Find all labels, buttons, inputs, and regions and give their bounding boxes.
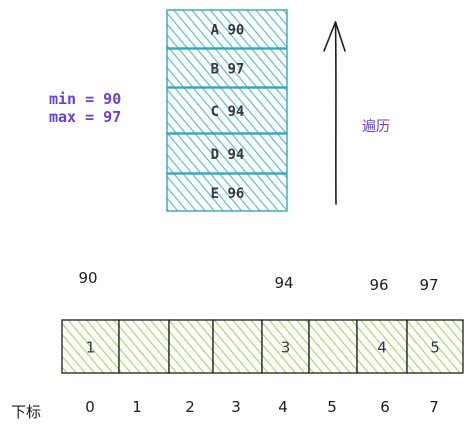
record-row: C 94 xyxy=(166,87,288,134)
record-cell xyxy=(166,87,288,134)
count-cell-box xyxy=(212,319,263,374)
count-cell-box xyxy=(61,319,120,374)
count-cell xyxy=(118,319,170,374)
record-cell xyxy=(166,133,288,174)
count-cell-box xyxy=(356,319,408,374)
record-label: D 94 xyxy=(211,147,245,163)
index-label: 2 xyxy=(185,398,195,416)
record-stack: A 90 B 97 C 94 D 94 E 96 xyxy=(166,9,288,212)
index-label: 3 xyxy=(231,398,241,416)
count-cell-box xyxy=(118,319,170,374)
count-cell-box xyxy=(168,319,214,374)
count-cell: 1 xyxy=(61,319,120,374)
value-label-90: 90 xyxy=(78,269,97,287)
record-label: B 97 xyxy=(211,62,245,78)
index-title: 下标 xyxy=(11,403,41,421)
index-label: 1 xyxy=(132,398,142,416)
count-cell-value: 3 xyxy=(281,339,291,357)
index-label: 0 xyxy=(85,398,95,416)
value-label-94: 94 xyxy=(274,274,293,292)
count-cell xyxy=(308,319,358,374)
record-label: E 96 xyxy=(211,186,245,202)
record-row: E 96 xyxy=(166,173,288,212)
traverse-label: 遍历 xyxy=(362,119,390,135)
count-cell: 3 xyxy=(261,319,310,374)
value-label-97: 97 xyxy=(419,276,438,294)
count-cell: 5 xyxy=(406,319,464,374)
record-label: C 94 xyxy=(211,104,245,120)
count-cell-value: 1 xyxy=(86,339,96,357)
count-cell-box xyxy=(308,319,358,374)
count-cell-value: 4 xyxy=(377,339,387,357)
record-cell xyxy=(166,9,288,49)
record-row: A 90 xyxy=(166,9,288,49)
count-cell-value: 5 xyxy=(430,339,440,357)
count-cell xyxy=(168,319,214,374)
count-cell-box xyxy=(406,319,464,374)
max-label: max = 97 xyxy=(49,108,121,126)
index-label: 6 xyxy=(380,398,390,416)
traverse-arrow xyxy=(323,21,346,205)
count-cell-box xyxy=(261,319,310,374)
min-label: min = 90 xyxy=(49,90,121,108)
index-label: 7 xyxy=(429,398,439,416)
index-label: 4 xyxy=(278,398,288,416)
record-cell xyxy=(166,173,288,212)
record-label: A 90 xyxy=(211,23,245,39)
count-cell xyxy=(212,319,263,374)
index-label: 5 xyxy=(327,398,337,416)
count-array: 1 3 4 5 xyxy=(61,319,464,374)
record-row: D 94 xyxy=(166,133,288,174)
record-cell xyxy=(166,48,288,88)
index-row: 0 1 2 3 4 5 6 7 xyxy=(85,398,439,416)
value-label-96: 96 xyxy=(369,276,388,294)
record-row: B 97 xyxy=(166,48,288,88)
count-cell: 4 xyxy=(356,319,408,374)
